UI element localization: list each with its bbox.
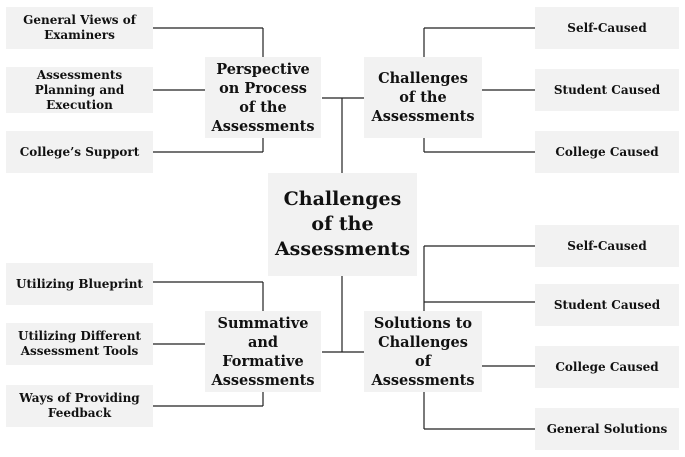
solutions-item-2-label: Student Caused — [553, 297, 661, 312]
challenges-item-1: Self-Caused — [535, 7, 679, 49]
perspective-item-2: Assessments Planning and Execution — [6, 67, 153, 113]
challenges-item-1-label: Self-Caused — [567, 20, 647, 35]
solutions-item-2: Student Caused — [535, 284, 679, 326]
solutions-node: Solutions to Challenges of Assessments — [364, 311, 482, 392]
solutions-node-label: Solutions to Challenges of Assessments — [371, 314, 475, 389]
perspective-node-label: Perspective on Process of the Assessment… — [211, 60, 315, 135]
perspective-item-1-label: General Views of Examiners — [23, 13, 136, 42]
solutions-item-1-label: Self-Caused — [567, 238, 647, 253]
summative-item-3-label: Ways of Providing Feedback — [19, 391, 140, 420]
challenges-item-3: College Caused — [535, 131, 679, 173]
challenges-item-2-label: Student Caused — [553, 82, 661, 97]
challenges-item-2: Student Caused — [535, 69, 679, 111]
solutions-item-4: General Solutions — [535, 408, 679, 450]
perspective-item-3-label: College’s Support — [19, 144, 140, 159]
perspective-node: Perspective on Process of the Assessment… — [205, 57, 321, 138]
solutions-item-3-label: College Caused — [555, 359, 659, 374]
summative-node-label: Summative and Formative Assessments — [211, 314, 315, 389]
challenges-item-3-label: College Caused — [555, 144, 659, 159]
challenges-node: Challenges of the Assessments — [364, 57, 482, 138]
perspective-item-3: College’s Support — [6, 131, 153, 173]
solutions-item-3: College Caused — [535, 346, 679, 388]
summative-item-3: Ways of Providing Feedback — [6, 385, 153, 427]
summative-item-2: Utilizing Different Assessment Tools — [6, 323, 153, 365]
summative-item-2-label: Utilizing Different Assessment Tools — [17, 329, 142, 358]
summative-item-1-label: Utilizing Blueprint — [16, 276, 143, 291]
center-node-label: Challenges of the Assessments — [274, 188, 411, 260]
perspective-item-1: General Views of Examiners — [6, 7, 153, 49]
solutions-item-4-label: General Solutions — [546, 421, 668, 436]
solutions-item-1: Self-Caused — [535, 225, 679, 267]
perspective-item-2-label: Assessments Planning and Execution — [34, 67, 125, 112]
summative-node: Summative and Formative Assessments — [205, 311, 321, 392]
challenges-node-label: Challenges of the Assessments — [371, 70, 475, 125]
summative-item-1: Utilizing Blueprint — [6, 263, 153, 305]
center-node: Challenges of the Assessments — [268, 173, 417, 276]
